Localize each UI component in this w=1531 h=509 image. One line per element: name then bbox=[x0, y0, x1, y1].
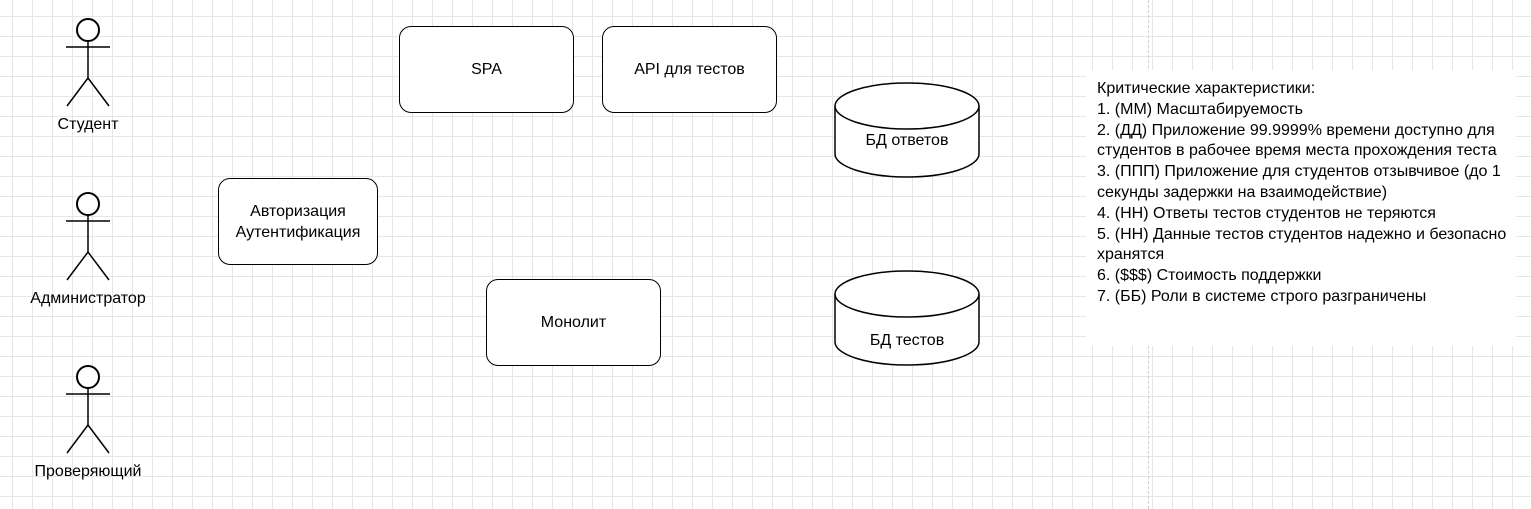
database-cylinder-icon bbox=[834, 82, 980, 178]
component-monolith-label: Монолит bbox=[540, 314, 607, 331]
database-answers-label: БД ответов bbox=[865, 132, 949, 149]
actor-admin-label: Администратор bbox=[30, 290, 146, 307]
actor-student-label: Студент bbox=[57, 116, 119, 133]
database-answers[interactable]: БД ответов bbox=[833, 82, 981, 178]
component-api[interactable]: API для тестов bbox=[602, 26, 777, 113]
database-tests[interactable]: БД тестов bbox=[833, 270, 981, 366]
notes-item: 5. (НН) Данные тестов студентов надежно … bbox=[1097, 225, 1507, 264]
component-spa[interactable]: SPA bbox=[399, 26, 574, 113]
notes-title: Критические характеристики: bbox=[1097, 80, 1316, 97]
notes-item: 1. (ММ) Масштабируемость bbox=[1097, 100, 1303, 118]
component-spa-label: SPA bbox=[471, 61, 502, 78]
stick-figure-icon bbox=[66, 18, 110, 107]
actor-reviewer[interactable]: Проверяющий bbox=[18, 365, 158, 480]
notes-item: 2. (ДД) Приложение 99.9999% времени дост… bbox=[1097, 121, 1497, 160]
actor-admin[interactable]: Администратор bbox=[18, 192, 158, 307]
notes-item: 3. (ППП) Приложение для студентов отзывч… bbox=[1097, 163, 1501, 201]
database-tests-label: БД тестов bbox=[869, 332, 945, 349]
actor-student[interactable]: Студент bbox=[18, 18, 158, 133]
notes-item: 4. (НН) Ответы тестов студентов не теряю… bbox=[1097, 204, 1436, 222]
stick-figure-icon bbox=[66, 365, 110, 454]
component-auth[interactable]: Авторизация Аутентификация bbox=[218, 178, 378, 265]
component-api-label: API для тестов bbox=[634, 61, 745, 78]
stick-figure-icon bbox=[66, 192, 110, 281]
component-monolith[interactable]: Монолит bbox=[486, 279, 661, 366]
actor-reviewer-label: Проверяющий bbox=[34, 463, 142, 480]
notes-item: 7. (ББ) Роли в системе строго разграниче… bbox=[1097, 287, 1427, 305]
critical-characteristics-note[interactable]: Критические характеристики: 1. (ММ) Масш… bbox=[1086, 70, 1516, 346]
database-cylinder-icon bbox=[834, 270, 980, 366]
component-auth-label: Авторизация Аутентификация bbox=[235, 202, 361, 241]
notes-item: 6. ($$$) Стоимость поддержки bbox=[1097, 267, 1322, 285]
